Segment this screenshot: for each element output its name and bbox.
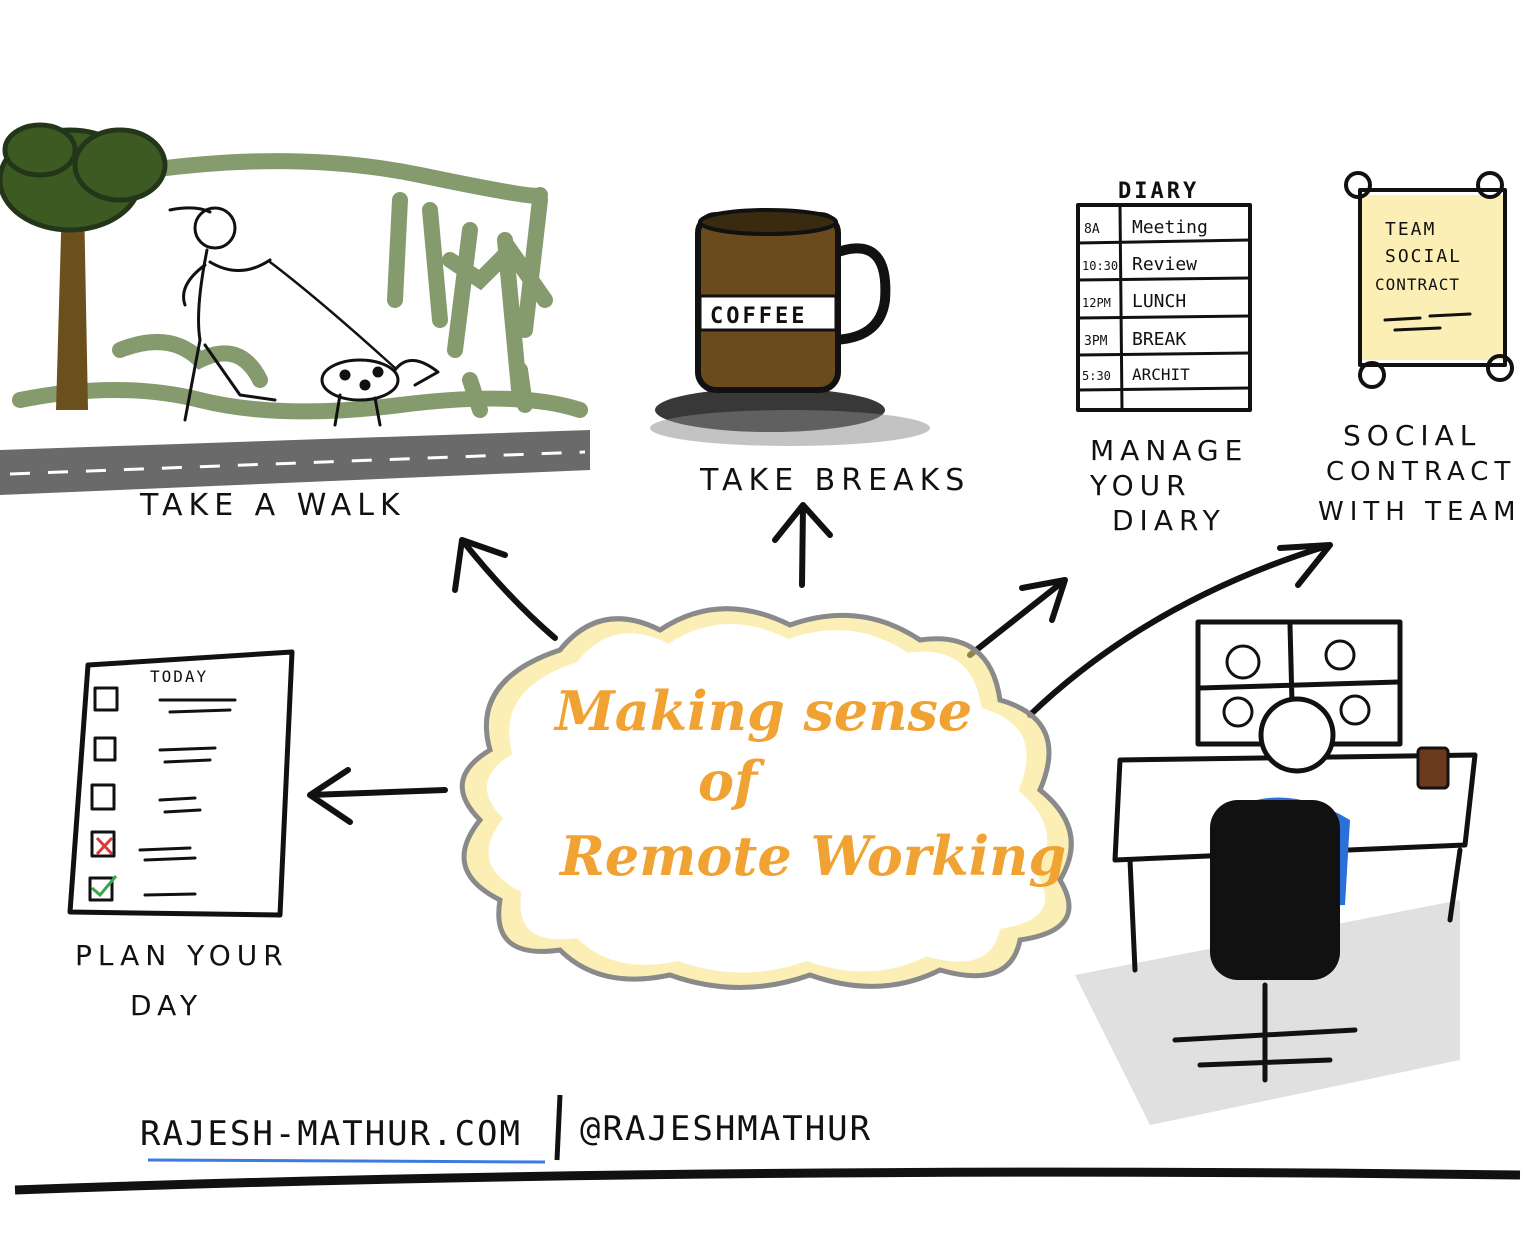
diary-label-line1: MANAGE (1090, 434, 1248, 467)
scroll-line1: TEAM (1385, 219, 1436, 240)
diary-time-1: 8A (1084, 222, 1100, 237)
arrow-to-diary (967, 577, 1068, 658)
social-label-line2: CONTRACT (1326, 457, 1516, 487)
social-label-line1: SOCIAL (1343, 419, 1481, 452)
scroll-line2: SOCIAL (1385, 246, 1462, 267)
arrow-to-social (1027, 542, 1333, 718)
coffee-mug-illustration (650, 208, 930, 446)
plan-label: PLAN YOUR DAY (75, 939, 289, 1022)
footer-handle-link[interactable]: @RAJESHMATHUR (580, 1109, 872, 1149)
diary-heading: DIARY (1118, 179, 1199, 204)
center-title-line1: Making sense (553, 679, 972, 743)
diary-time-3: 12PM (1082, 296, 1111, 310)
footer-website-link[interactable]: RAJESH-MATHUR.COM (140, 1114, 522, 1154)
social-contract-scroll-illustration: TEAM SOCIAL CONTRACT (1344, 171, 1514, 389)
today-plan-illustration (67, 649, 295, 918)
diary-entry-1: Meeting (1132, 217, 1208, 238)
breaks-label: TAKE BREAKS (699, 463, 970, 498)
diary-time-5: 5:30 (1082, 369, 1111, 383)
diary-label-line3: DIARY (1112, 504, 1226, 537)
walk-label: TAKE A WALK (139, 488, 406, 523)
plan-label-line1: PLAN YOUR (75, 939, 289, 972)
center-title-line2: of (698, 749, 765, 813)
arrow-to-plan (307, 767, 448, 825)
diary-label: MANAGE YOUR DIARY (1089, 434, 1248, 537)
link-underline (147, 1158, 546, 1164)
coffee-mug-label: COFFEE (710, 304, 807, 329)
todo-heading: TODAY (150, 667, 208, 686)
diary-rows: 8A Meeting 10:30 Review 12PM LUNCH 3PM B… (1082, 217, 1208, 384)
walk-scene-illustration (0, 122, 590, 495)
diary-label-line2: YOUR (1089, 469, 1192, 502)
center-cloud (459, 606, 1074, 990)
diary-time-2: 10:30 (1082, 259, 1118, 273)
remote-worker-illustration (1075, 619, 1478, 1125)
plan-label-line2: DAY (130, 989, 203, 1022)
baseline-rule (14, 1167, 1521, 1195)
social-label-line3: WITH TEAM (1318, 497, 1522, 527)
center-title-line3: Remote Working (558, 824, 1066, 888)
footer: RAJESH-MATHUR.COM @RAJESHMATHUR (14, 1094, 1521, 1195)
diary-time-4: 3PM (1084, 334, 1108, 349)
diary-entry-3: LUNCH (1132, 291, 1186, 312)
scroll-line3: CONTRACT (1375, 275, 1460, 294)
diary-entry-5: ARCHIT (1132, 365, 1190, 384)
diary-entry-4: BREAK (1132, 329, 1186, 350)
diary-table-illustration (1076, 203, 1252, 412)
social-label: SOCIAL CONTRACT WITH TEAM (1318, 419, 1522, 527)
diary-entry-2: Review (1132, 254, 1197, 275)
footer-divider (554, 1094, 563, 1161)
arrow-to-breaks (772, 502, 833, 588)
arrows (307, 502, 1333, 825)
arrow-to-walk (452, 537, 558, 641)
